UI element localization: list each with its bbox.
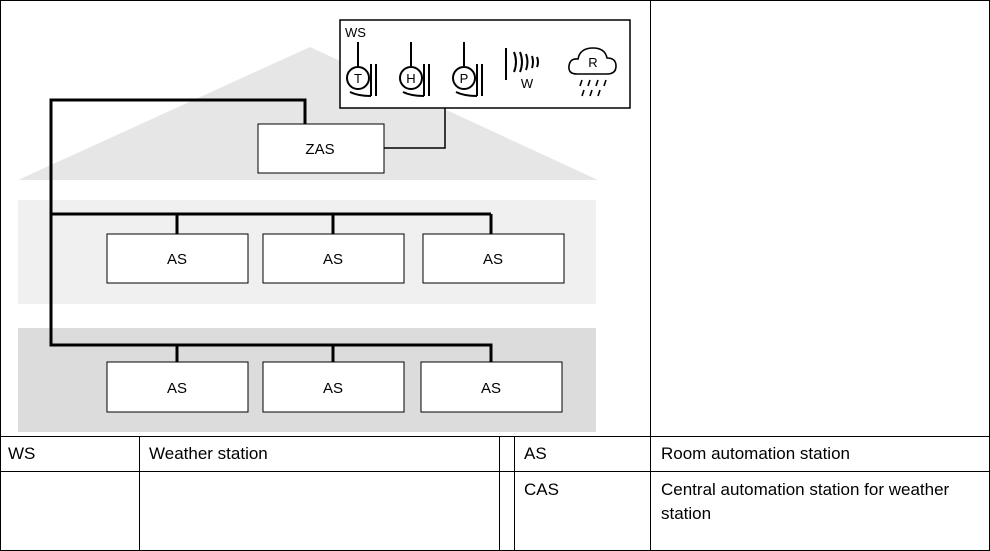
legend-cell-gap-row1 <box>499 436 515 472</box>
rain-sensor-icon <box>568 47 617 97</box>
as-label-lower-2: AS <box>323 380 343 397</box>
as-label-lower-1: AS <box>167 380 187 397</box>
temperature-sensor-letter: T <box>354 71 362 86</box>
rain-sensor-letter: R <box>588 55 597 70</box>
as-box-upper-1 <box>106 233 249 284</box>
humidity-sensor-icon <box>399 42 430 97</box>
as-box-lower-3 <box>420 361 563 413</box>
legend-abbr-cas: CAS <box>524 480 559 499</box>
temperature-sensor-icon <box>346 42 377 97</box>
legend-desc-ws: Weather station <box>149 444 268 463</box>
legend-cell-abbr1-row2 <box>0 471 140 551</box>
bus-line-main <box>49 98 493 362</box>
as-label-upper-2: AS <box>323 251 343 268</box>
as-box-upper-3 <box>422 233 565 284</box>
pressure-sensor-letter: P <box>460 71 469 86</box>
zas-label: ZAS <box>305 141 334 158</box>
legend-cell-desc1-row2 <box>139 471 500 551</box>
weather-station-label: WS <box>345 25 366 40</box>
as-label-upper-1: AS <box>167 251 187 268</box>
pressure-sensor-icon <box>452 42 483 97</box>
as-label-lower-3: AS <box>481 380 501 397</box>
wind-sensor-letter: W <box>521 76 534 91</box>
legend-desc-cas: Central automation station for weather s… <box>661 480 950 523</box>
wind-sensor-icon <box>505 48 539 80</box>
zas-box <box>257 123 385 174</box>
legend-table: WS Weather station AS Room automation st… <box>0 436 990 551</box>
diagram-divider <box>650 0 651 437</box>
as-label-upper-3: AS <box>483 251 503 268</box>
legend-desc-as: Room automation station <box>661 444 850 463</box>
ws-link-line <box>384 108 446 149</box>
legend-abbr-ws: WS <box>8 444 36 463</box>
legend-cell-gap-row2 <box>499 471 515 551</box>
as-box-lower-1 <box>106 361 249 413</box>
legend-abbr-as: AS <box>524 444 547 463</box>
building-diagram: ZAS AS AS AS AS AS AS WS T H P <box>18 19 631 432</box>
as-box-lower-2 <box>262 361 405 413</box>
humidity-sensor-letter: H <box>406 71 415 86</box>
roof-shape <box>18 47 598 180</box>
as-box-upper-2 <box>262 233 405 284</box>
